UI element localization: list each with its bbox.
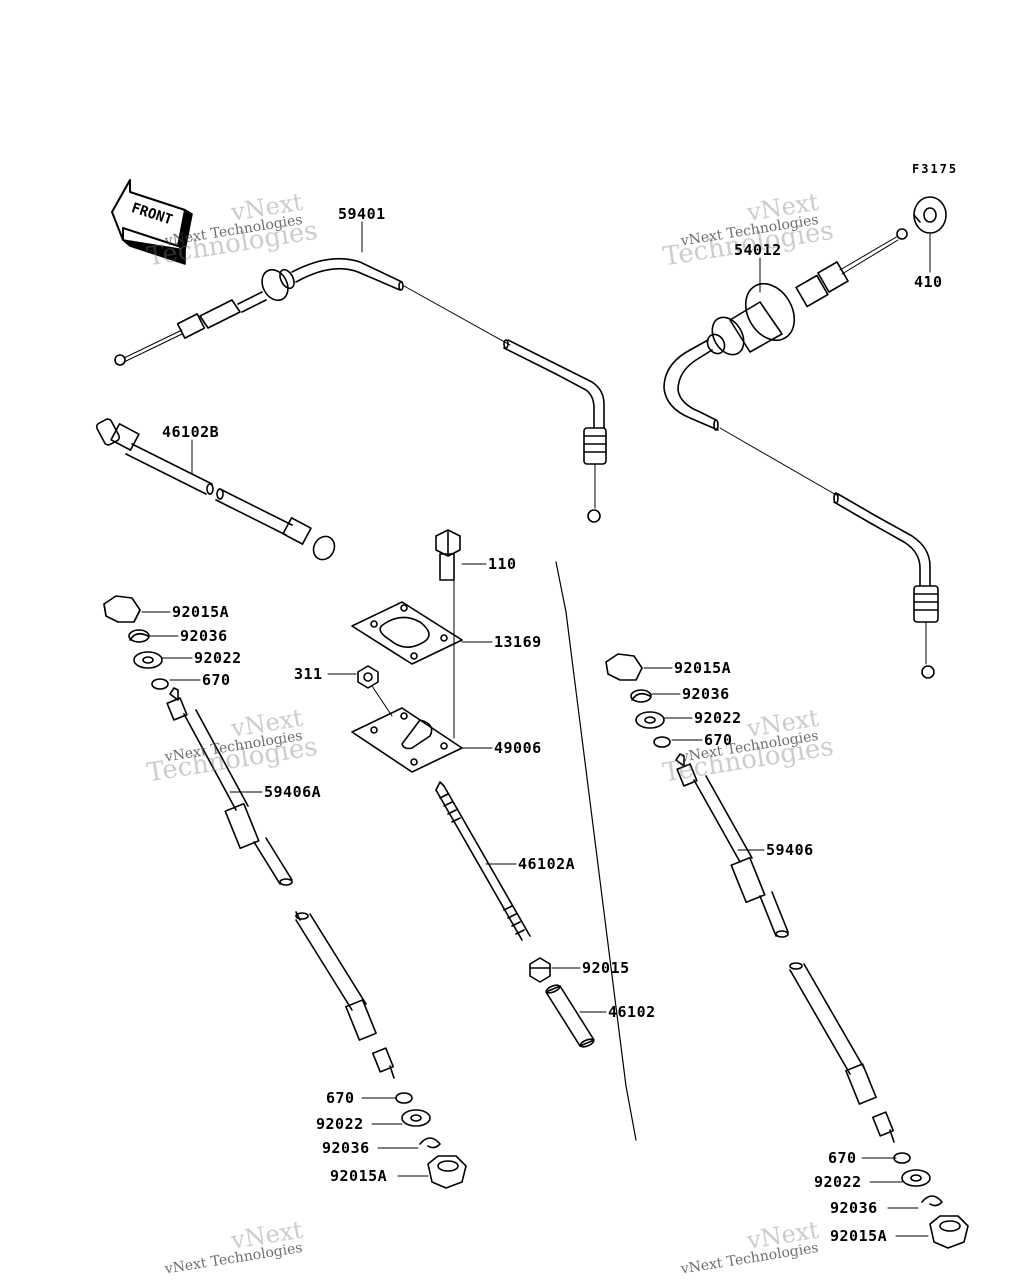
front-arrow-icon: FRONT <box>111 179 193 265</box>
part-label-54012[interactable]: 54012 <box>734 241 782 259</box>
part-label-410[interactable]: 410 <box>914 273 943 291</box>
part-label-670-right-top[interactable]: 670 <box>704 731 733 749</box>
plate-49006 <box>351 639 463 773</box>
part-label-59406[interactable]: 59406 <box>766 841 814 859</box>
part-label-670-left-bottom[interactable]: 670 <box>326 1089 355 1107</box>
hardware-right-top <box>605 653 671 748</box>
sleeve-46102 <box>545 984 595 1048</box>
part-label-92015A-left-bottom[interactable]: 92015A <box>330 1167 388 1185</box>
part-label-92015A-left-top[interactable]: 92015A <box>172 603 230 621</box>
part-label-46102B[interactable]: 46102B <box>162 423 220 441</box>
part-label-49006[interactable]: 49006 <box>494 739 542 757</box>
hardware-left-top <box>103 595 169 690</box>
part-label-92015A-right-top[interactable]: 92015A <box>674 659 732 677</box>
part-label-92036-right-top[interactable]: 92036 <box>682 685 730 703</box>
rod-46102A <box>435 781 531 941</box>
nut-92015-center <box>529 957 551 983</box>
part-label-110[interactable]: 110 <box>488 555 517 573</box>
callout-zigzag <box>555 561 637 1141</box>
cable-54012 <box>663 196 947 679</box>
part-label-92036-left-top[interactable]: 92036 <box>180 627 228 645</box>
part-label-46102A[interactable]: 46102A <box>518 855 576 873</box>
part-label-92036-right-bottom[interactable]: 92036 <box>830 1199 878 1217</box>
part-label-59406A[interactable]: 59406A <box>264 783 322 801</box>
part-label-311[interactable]: 311 <box>294 665 323 683</box>
gasket-13169 <box>351 601 463 665</box>
leader-lines <box>141 221 931 1237</box>
part-label-92022-left-bottom[interactable]: 92022 <box>316 1115 364 1133</box>
cable-59401 <box>114 257 607 523</box>
part-label-59401[interactable]: 59401 <box>338 205 386 223</box>
cable-59406 <box>675 753 895 1143</box>
part-label-46102[interactable]: 46102 <box>608 1003 656 1021</box>
part-label-92022-right-top[interactable]: 92022 <box>694 709 742 727</box>
part-label-13169[interactable]: 13169 <box>494 633 542 651</box>
part-label-92036-left-bottom[interactable]: 92036 <box>322 1139 370 1157</box>
part-label-92022-left-top[interactable]: 92022 <box>194 649 242 667</box>
part-label-670-left-top[interactable]: 670 <box>202 671 231 689</box>
hardware-right-bottom <box>893 1152 969 1249</box>
hardware-left-bottom <box>395 1092 467 1189</box>
nut-311 <box>357 665 393 717</box>
figure-code: F3175 <box>912 162 959 176</box>
cable-59406A <box>166 687 395 1079</box>
cable-46102B <box>95 418 336 561</box>
part-label-92015[interactable]: 92015 <box>582 959 630 977</box>
part-label-670-right-bottom[interactable]: 670 <box>828 1149 857 1167</box>
part-label-92022-right-bottom[interactable]: 92022 <box>814 1173 862 1191</box>
part-label-92015A-right-bottom[interactable]: 92015A <box>830 1227 888 1245</box>
bolt-110 <box>435 529 461 641</box>
